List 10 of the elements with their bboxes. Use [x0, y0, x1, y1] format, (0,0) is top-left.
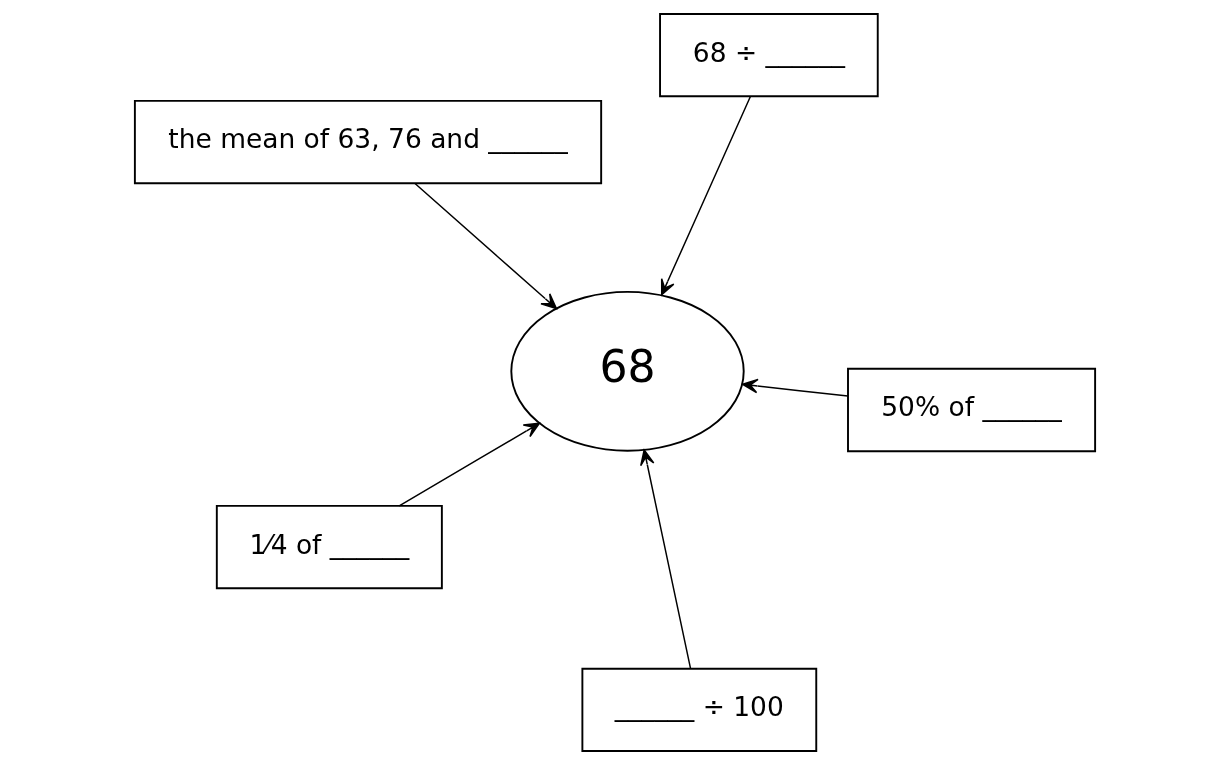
node-box: the mean of 63, 76 and ______	[133, 99, 602, 185]
node-box: 68 ÷ ______	[658, 13, 879, 98]
arrow	[741, 378, 849, 397]
arrow	[660, 95, 751, 296]
node-box: ______ ÷ 100	[580, 667, 817, 752]
node-box: 50% of ______	[846, 367, 1096, 453]
arrow	[413, 182, 557, 310]
node-box: 1⁄4 of ______	[215, 504, 443, 590]
arrow	[639, 449, 691, 670]
arrow	[398, 422, 540, 507]
